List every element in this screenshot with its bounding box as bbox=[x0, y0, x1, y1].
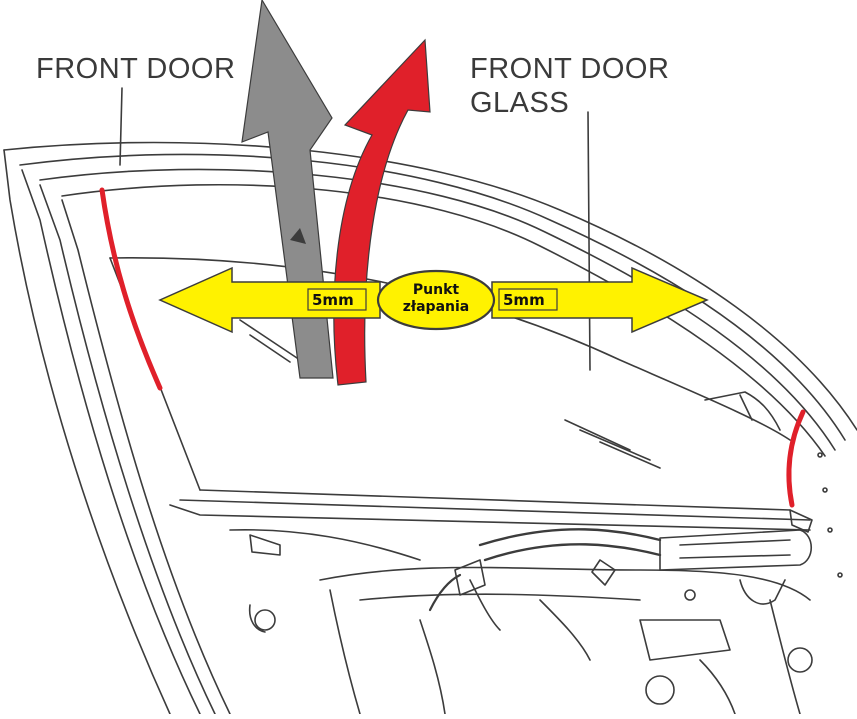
dim-right-plate bbox=[498, 288, 558, 311]
yellow-arrow-left bbox=[158, 266, 381, 334]
front-door-label: FRONT DOOR bbox=[36, 53, 236, 85]
red-seal-rear bbox=[786, 409, 806, 508]
measurement-left: 5mm bbox=[312, 291, 354, 309]
yellow-arrow-right bbox=[491, 266, 709, 334]
badge-line2: złapania bbox=[402, 299, 470, 315]
red-lift-arrow bbox=[333, 38, 431, 386]
glass-pointer-icon bbox=[290, 228, 306, 244]
door-frame bbox=[3, 87, 857, 715]
front-door-glass-label: FRONT DOOR GLASS bbox=[470, 52, 669, 120]
front-door-glass-label-line1: FRONT DOOR bbox=[470, 53, 670, 85]
dim-left-plate bbox=[307, 288, 367, 311]
badge-line1: Punkt bbox=[412, 282, 460, 298]
front-door-glass-label-line2: GLASS bbox=[470, 87, 570, 119]
measurement-right: 5mm bbox=[503, 291, 545, 309]
red-seal-front bbox=[99, 187, 163, 391]
catch-point-badge bbox=[376, 269, 496, 331]
